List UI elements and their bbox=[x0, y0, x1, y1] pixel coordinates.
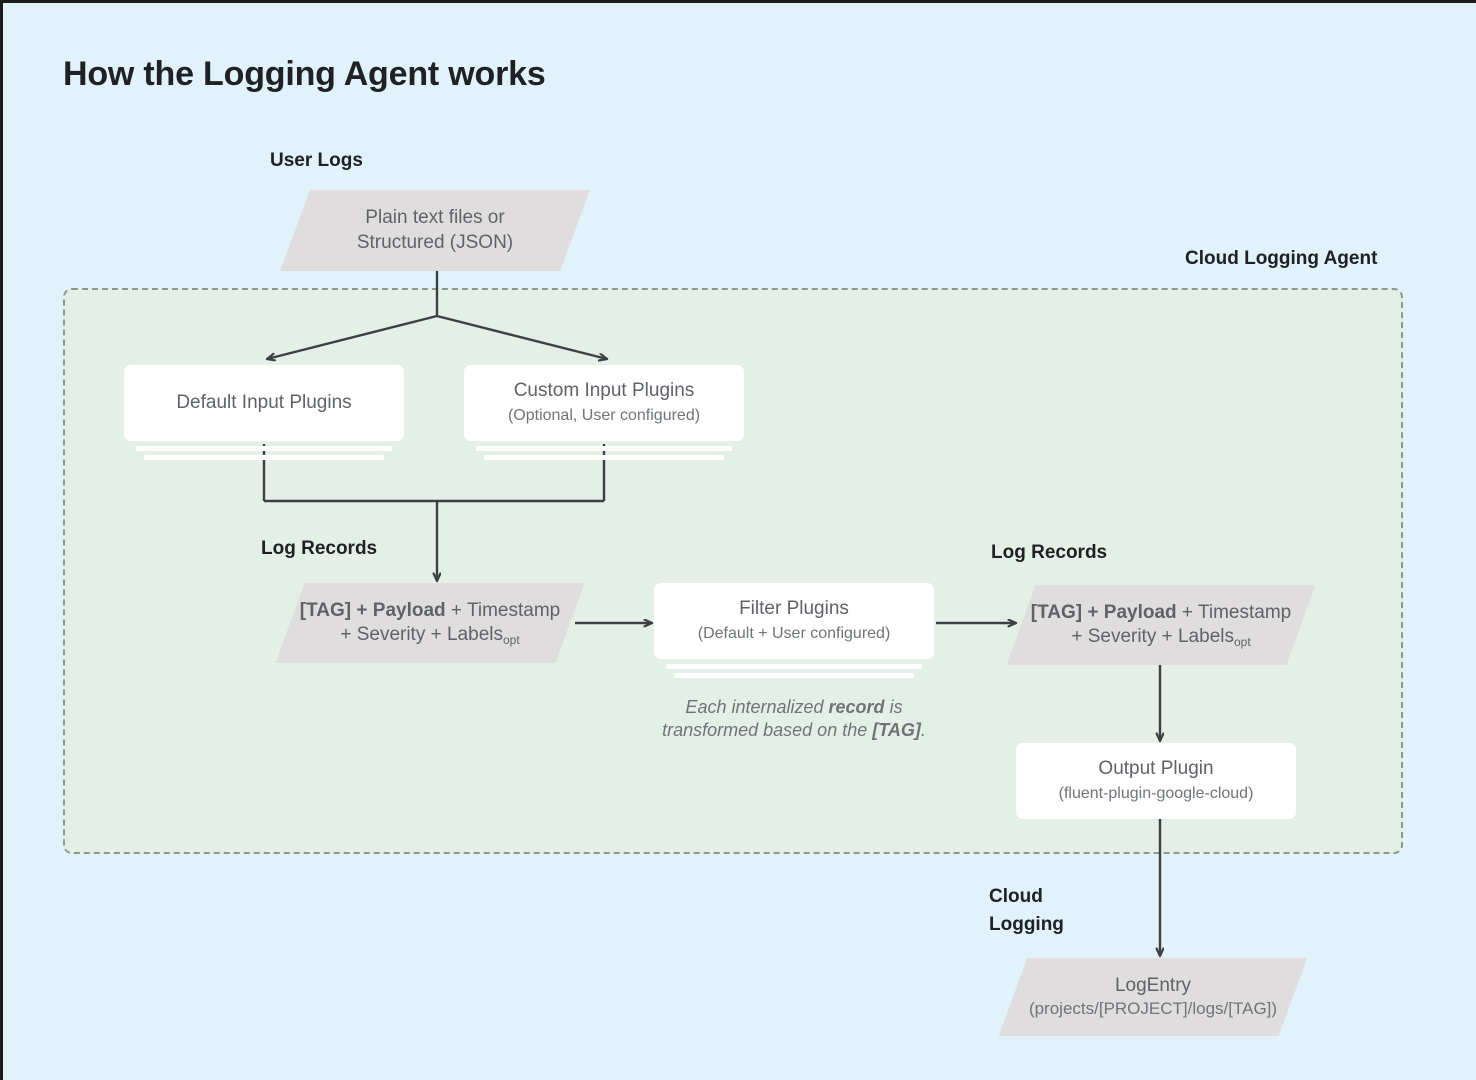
caption-bold-tag: [TAG] bbox=[872, 720, 921, 741]
node-user-logs-source-line1: Plain text files or bbox=[365, 207, 505, 229]
node-log-record-left-rest: + Timestamp bbox=[445, 599, 561, 621]
node-log-record-left-line1: [TAG] + Payload + Timestamp bbox=[300, 599, 560, 623]
default-input-plugins-stack-layer-2 bbox=[144, 455, 384, 460]
caption-part2: is bbox=[884, 697, 903, 717]
label-user-logs: User Logs bbox=[270, 150, 363, 171]
node-user-logs-source-line2: Structured (JSON) bbox=[356, 231, 514, 253]
node-log-entry: LogEntry (projects/[PROJECT]/logs/[TAG]) bbox=[998, 958, 1308, 1036]
node-log-record-left-subscript: opt bbox=[502, 633, 520, 647]
node-log-record-right-text: [TAG] + Payload + Timestamp + Severity +… bbox=[1021, 585, 1301, 665]
node-default-input-plugins-title: Default Input Plugins bbox=[176, 391, 352, 413]
node-custom-input-plugins-title: Custom Input Plugins bbox=[513, 380, 695, 402]
node-user-logs-source: Plain text files or Structured (JSON) bbox=[280, 190, 590, 271]
filter-plugins-caption-line1: Each internalized record is bbox=[624, 696, 964, 719]
node-log-record-right-bold: [TAG] + Payload bbox=[1030, 601, 1177, 623]
label-log-records-right: Log Records bbox=[991, 542, 1108, 563]
node-log-record-right-subscript: opt bbox=[1233, 635, 1251, 649]
node-log-entry-text: LogEntry (projects/[PROJECT]/logs/[TAG]) bbox=[1013, 958, 1293, 1036]
node-filter-plugins[interactable]: Filter Plugins (Default + User configure… bbox=[654, 583, 934, 659]
label-log-records-left: Log Records bbox=[261, 538, 378, 559]
node-default-input-plugins[interactable]: Default Input Plugins bbox=[124, 365, 404, 441]
default-input-plugins-stack-layer-1 bbox=[136, 446, 392, 451]
node-filter-plugins-subtitle: (Default + User configured) bbox=[697, 624, 891, 642]
label-cloud-logging: Cloud Logging bbox=[989, 883, 1064, 938]
page-title: How the Logging Agent works bbox=[63, 55, 546, 93]
node-log-record-right-line2-text: + Severity + Labels bbox=[1071, 626, 1234, 647]
node-log-record-left-line2-text: + Severity + Labels bbox=[340, 624, 503, 645]
caption-part1: Each internalized bbox=[685, 697, 829, 717]
caption-part3: . bbox=[920, 720, 926, 741]
node-log-record-left-bold: [TAG] + Payload bbox=[299, 599, 446, 621]
label-cloud-logging-line2: Logging bbox=[989, 913, 1064, 935]
node-log-record-right-line2: + Severity + Labelsopt bbox=[1071, 625, 1250, 649]
custom-input-plugins-stack-layer-1 bbox=[476, 446, 732, 451]
filter-plugins-caption: Each internalized record is transformed … bbox=[624, 696, 964, 743]
node-log-entry-line1: LogEntry bbox=[1114, 974, 1192, 996]
label-cloud-logging-agent: Cloud Logging Agent bbox=[1185, 248, 1378, 269]
node-log-record-left-text: [TAG] + Payload + Timestamp + Severity +… bbox=[290, 583, 570, 663]
node-log-record-right: [TAG] + Payload + Timestamp + Severity +… bbox=[1006, 585, 1316, 665]
node-custom-input-plugins[interactable]: Custom Input Plugins (Optional, User con… bbox=[464, 365, 744, 441]
node-log-record-left-line2: + Severity + Labelsopt bbox=[340, 623, 519, 647]
node-filter-plugins-title: Filter Plugins bbox=[739, 598, 849, 620]
node-log-record-left: [TAG] + Payload + Timestamp + Severity +… bbox=[275, 583, 585, 663]
node-output-plugin-subtitle: (fluent-plugin-google-cloud) bbox=[1058, 784, 1254, 802]
node-custom-input-plugins-subtitle: (Optional, User configured) bbox=[507, 406, 701, 424]
node-output-plugin-title: Output Plugin bbox=[1098, 758, 1214, 780]
custom-input-plugins-stack-layer-2 bbox=[484, 455, 724, 460]
caption-bold-record: record bbox=[828, 697, 885, 717]
node-log-record-right-rest: + Timestamp bbox=[1176, 601, 1292, 623]
caption-line2-part1: transformed based on the bbox=[662, 720, 873, 741]
node-log-entry-line2: (projects/[PROJECT]/logs/[TAG]) bbox=[1028, 999, 1278, 1019]
node-log-record-right-line1: [TAG] + Payload + Timestamp bbox=[1031, 601, 1291, 625]
node-output-plugin[interactable]: Output Plugin (fluent-plugin-google-clou… bbox=[1016, 743, 1296, 819]
label-cloud-logging-line1: Cloud bbox=[989, 886, 1043, 907]
filter-plugins-caption-line2: transformed based on the [TAG]. bbox=[624, 719, 964, 742]
node-user-logs-source-text: Plain text files or Structured (JSON) bbox=[295, 190, 575, 271]
filter-plugins-stack-layer-1 bbox=[666, 664, 922, 669]
filter-plugins-stack-layer-2 bbox=[674, 673, 914, 678]
